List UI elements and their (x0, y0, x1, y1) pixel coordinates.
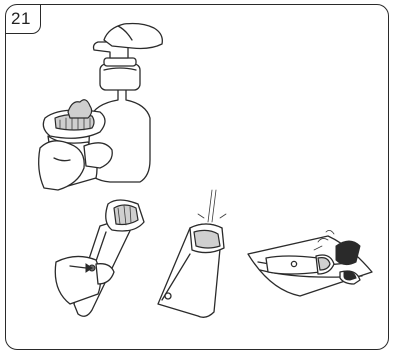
dry-on-towel-illustration (248, 230, 372, 296)
remove-attachment-illustration (55, 200, 144, 316)
rinse-under-tap-illustration (158, 190, 226, 317)
soap-bottle-cleaning-illustration (39, 24, 163, 191)
